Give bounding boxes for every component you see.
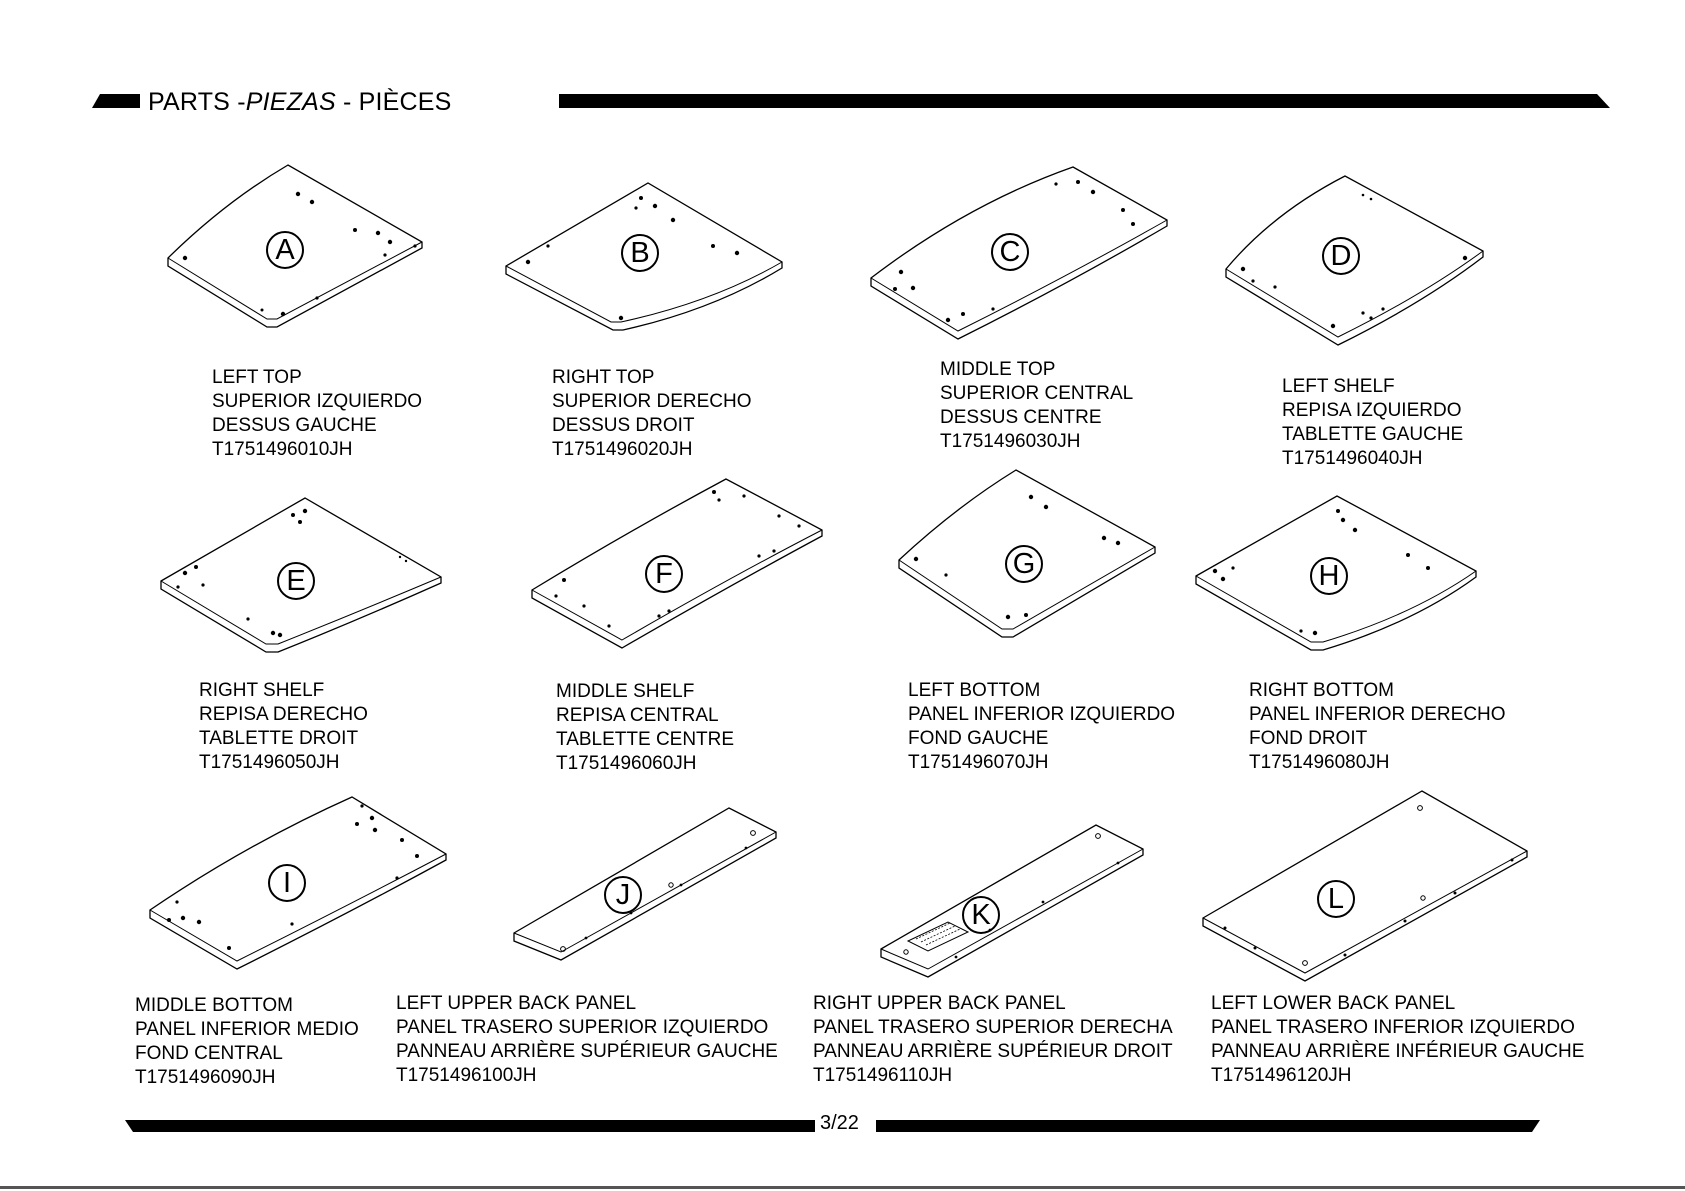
part-l-name-en: LEFT LOWER BACK PANEL — [1211, 993, 1456, 1014]
part-b-name-en: RIGHT TOP — [552, 367, 655, 388]
part-b-label: RIGHT TOP SUPERIOR DERECHO DESSUS DROIT … — [552, 366, 752, 462]
part-a-name-es: SUPERIOR IZQUIERDO — [212, 391, 423, 412]
part-d-letter-circle: D — [1322, 237, 1360, 275]
part-l-name-fr: PANNEAU ARRIÈRE INFÉRIEUR GAUCHE — [1211, 1041, 1585, 1062]
part-b-letter-circle: B — [621, 234, 659, 272]
part-d-label: LEFT SHELF REPISA IZQUIERDO TABLETTE GAU… — [1282, 375, 1463, 471]
part-l-label: LEFT LOWER BACK PANEL PANEL TRASERO INFE… — [1211, 992, 1584, 1088]
part-i-name-en: MIDDLE BOTTOM — [135, 995, 293, 1016]
part-i-code: T1751496090JH — [135, 1067, 276, 1088]
part-k-code: T1751496110JH — [813, 1065, 953, 1086]
part-e-name-en: RIGHT SHELF — [199, 680, 325, 701]
part-f-letter-circle: F — [645, 555, 683, 593]
section-title: PARTS -PIEZAS - PIÈCES — [148, 87, 452, 117]
part-f-code: T1751496060JH — [556, 753, 697, 774]
part-k-name-fr: PANNEAU ARRIÈRE SUPÉRIEUR DROIT — [813, 1041, 1173, 1062]
part-k-letter-circle: K — [962, 896, 1000, 934]
section-title-italic: PIEZAS — [245, 88, 336, 116]
part-j-name-es: PANEL TRASERO SUPERIOR IZQUIERDO — [396, 1017, 769, 1038]
part-e-name-fr: TABLETTE DROIT — [199, 728, 359, 749]
header-bar-right — [559, 94, 1610, 108]
part-k-name-es: PANEL TRASERO SUPERIOR DERECHA — [813, 1017, 1173, 1038]
part-k-name-en: RIGHT UPPER BACK PANEL — [813, 993, 1066, 1014]
part-h-code: T1751496080JH — [1249, 752, 1390, 773]
part-a-code: T1751496010JH — [212, 439, 353, 460]
part-b-name-fr: DESSUS DROIT — [552, 415, 695, 436]
header-bar-left — [92, 94, 140, 108]
part-f-name-es: REPISA CENTRAL — [556, 705, 719, 726]
part-g-name-es: PANEL INFERIOR IZQUIERDO — [908, 704, 1176, 725]
part-i-name-fr: FOND CENTRAL — [135, 1043, 283, 1064]
part-h-label: RIGHT BOTTOM PANEL INFERIOR DERECHO FOND… — [1249, 679, 1506, 775]
part-l-letter-circle: L — [1317, 880, 1355, 918]
footer-bar-left — [125, 1120, 815, 1132]
part-j-name-fr: PANNEAU ARRIÈRE SUPÉRIEUR GAUCHE — [396, 1041, 778, 1062]
part-j-drawing — [511, 805, 779, 963]
part-c-name-en: MIDDLE TOP — [940, 359, 1056, 380]
footer-bar-right — [876, 1120, 1540, 1132]
part-k-label: RIGHT UPPER BACK PANEL PANEL TRASERO SUP… — [813, 992, 1173, 1088]
part-c-code: T1751496030JH — [940, 431, 1081, 452]
part-d-name-es: REPISA IZQUIERDO — [1282, 400, 1462, 421]
part-e-letter-circle: E — [277, 562, 315, 600]
part-d-name-fr: TABLETTE GAUCHE — [1282, 424, 1464, 445]
section-header: PARTS -PIEZAS - PIÈCES — [92, 87, 1610, 122]
part-g-label: LEFT BOTTOM PANEL INFERIOR IZQUIERDO FON… — [908, 679, 1175, 775]
part-f-name-fr: TABLETTE CENTRE — [556, 729, 735, 750]
part-l-code: T1751496120JH — [1211, 1065, 1352, 1086]
part-f-label: MIDDLE SHELF REPISA CENTRAL TABLETTE CEN… — [556, 680, 734, 776]
part-e-label: RIGHT SHELF REPISA DERECHO TABLETTE DROI… — [199, 679, 368, 775]
part-d-code: T1751496040JH — [1282, 448, 1423, 469]
part-c-name-es: SUPERIOR CENTRAL — [940, 383, 1134, 404]
part-a-name-en: LEFT TOP — [212, 367, 302, 388]
part-j-name-en: LEFT UPPER BACK PANEL — [396, 993, 637, 1014]
part-g-letter-circle: G — [1005, 545, 1043, 583]
part-b-code: T1751496020JH — [552, 439, 693, 460]
part-i-letter-circle: I — [268, 864, 306, 902]
part-g-name-fr: FOND GAUCHE — [908, 728, 1049, 749]
part-e-code: T1751496050JH — [199, 752, 340, 773]
part-i-label: MIDDLE BOTTOM PANEL INFERIOR MEDIO FOND … — [135, 994, 359, 1090]
part-a-letter-circle: A — [266, 231, 304, 269]
part-g-code: T1751496070JH — [908, 752, 1049, 773]
part-j-label: LEFT UPPER BACK PANEL PANEL TRASERO SUPE… — [396, 992, 778, 1088]
page-number: 3/22 — [820, 1112, 859, 1134]
part-e-name-es: REPISA DERECHO — [199, 704, 368, 725]
part-d-name-en: LEFT SHELF — [1282, 376, 1395, 397]
part-b-name-es: SUPERIOR DERECHO — [552, 391, 752, 412]
part-i-name-es: PANEL INFERIOR MEDIO — [135, 1019, 359, 1040]
part-h-letter-circle: H — [1310, 557, 1348, 595]
part-c-letter-circle: C — [991, 233, 1029, 271]
section-title-prefix: PARTS - — [148, 88, 246, 116]
page-bottom-edge — [0, 1186, 1685, 1189]
part-c-name-fr: DESSUS CENTRE — [940, 407, 1102, 428]
part-c-label: MIDDLE TOP SUPERIOR CENTRAL DESSUS CENTR… — [940, 358, 1133, 454]
part-h-name-en: RIGHT BOTTOM — [1249, 680, 1394, 701]
part-k-drawing — [878, 822, 1146, 980]
part-a-name-fr: DESSUS GAUCHE — [212, 415, 377, 436]
part-j-letter-circle: J — [604, 876, 642, 914]
part-h-name-fr: FOND DROIT — [1249, 728, 1368, 749]
section-title-suffix: - PIÈCES — [335, 88, 452, 116]
part-j-code: T1751496100JH — [396, 1065, 537, 1086]
part-f-name-en: MIDDLE SHELF — [556, 681, 695, 702]
part-l-name-es: PANEL TRASERO INFERIOR IZQUIERDO — [1211, 1017, 1575, 1038]
part-l-drawing — [1200, 788, 1530, 984]
page-footer: 3/22 — [0, 1110, 1685, 1140]
part-a-label: LEFT TOP SUPERIOR IZQUIERDO DESSUS GAUCH… — [212, 366, 422, 462]
part-h-name-es: PANEL INFERIOR DERECHO — [1249, 704, 1506, 725]
part-g-name-en: LEFT BOTTOM — [908, 680, 1041, 701]
